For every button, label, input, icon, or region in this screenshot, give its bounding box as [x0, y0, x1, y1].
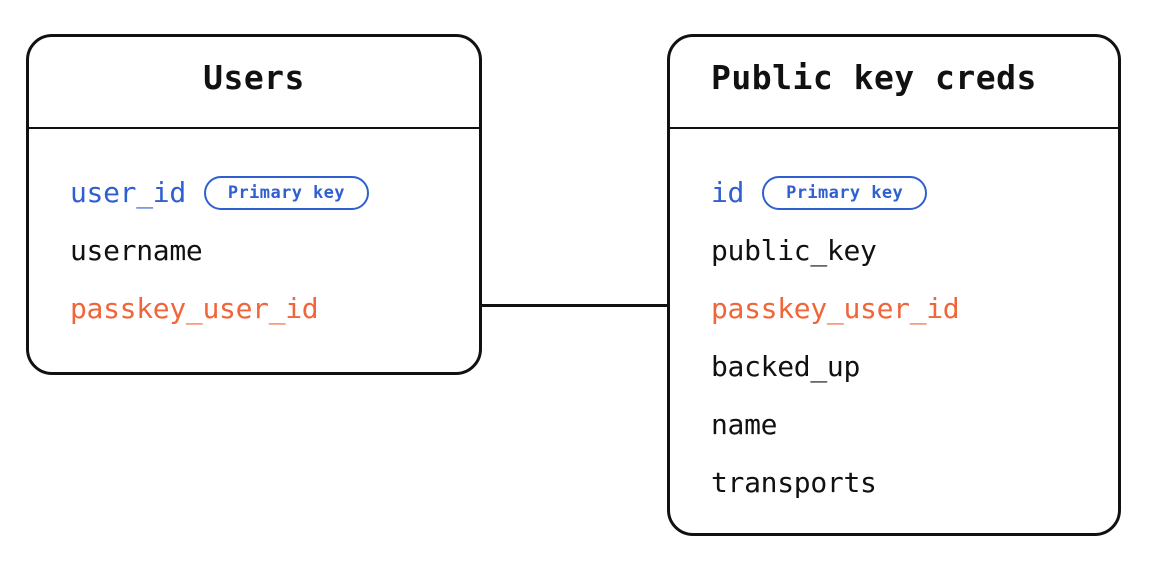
field-row-public-key[interactable]: public_key	[670, 222, 1118, 280]
entity-header-divider	[670, 127, 1118, 129]
field-name-user-id: user_id	[70, 176, 186, 209]
field-name-public-key: public_key	[711, 234, 877, 267]
field-row-username[interactable]: username	[29, 222, 479, 280]
field-name-name: name	[711, 408, 778, 441]
field-name-backed-up: backed_up	[711, 350, 861, 383]
entity-header-divider	[29, 127, 479, 129]
field-name-id: id	[711, 176, 745, 209]
primary-key-badge: Primary key	[762, 176, 928, 210]
entity-box-public-key-creds[interactable]: Public key creds id Primary key public_k…	[667, 34, 1121, 536]
field-list-public-key-creds: id Primary key public_key passkey_user_i…	[670, 164, 1118, 512]
relationship-connector-line	[480, 304, 669, 307]
field-list-users: user_id Primary key username passkey_use…	[29, 164, 479, 338]
field-name-passkey-user-id: passkey_user_id	[711, 292, 960, 325]
field-row-name[interactable]: name	[670, 396, 1118, 454]
entity-title-users: Users	[203, 58, 305, 97]
primary-key-badge: Primary key	[203, 176, 369, 210]
field-name-passkey-user-id: passkey_user_id	[70, 292, 319, 325]
field-row-passkey-user-id[interactable]: passkey_user_id	[670, 280, 1118, 338]
field-row-passkey-user-id[interactable]: passkey_user_id	[29, 280, 479, 338]
field-row-transports[interactable]: transports	[670, 454, 1118, 512]
field-row-backed-up[interactable]: backed_up	[670, 338, 1118, 396]
entity-title-public-key-creds: Public key creds	[711, 58, 1037, 97]
field-row-id[interactable]: id Primary key	[670, 164, 1118, 222]
field-name-transports: transports	[711, 466, 877, 499]
field-name-username: username	[70, 234, 203, 267]
field-row-user-id[interactable]: user_id Primary key	[29, 164, 479, 222]
entity-box-users[interactable]: Users user_id Primary key username passk…	[26, 34, 482, 375]
